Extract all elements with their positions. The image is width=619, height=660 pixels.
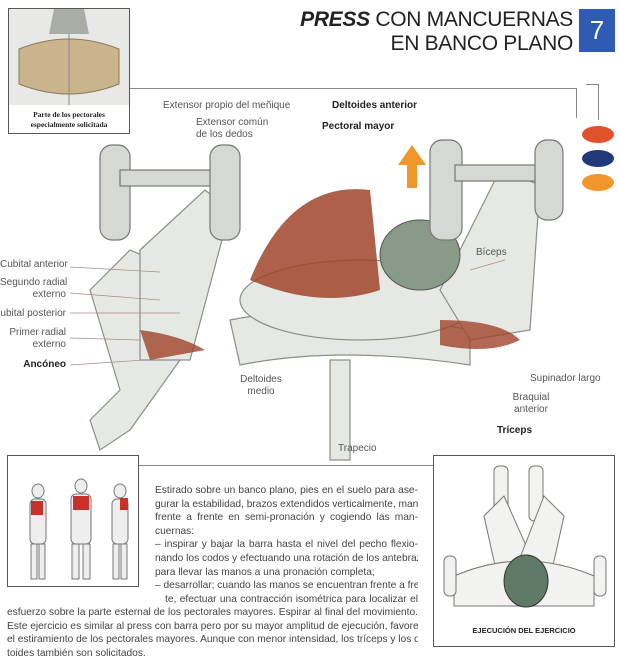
muscle-figures-box: [7, 455, 139, 587]
label-deltoides-medio-2: medio: [247, 386, 275, 397]
bench-leg: [329, 359, 351, 461]
label-anconeo: Ancóneo: [23, 359, 66, 370]
left-arm: [139, 189, 231, 361]
frame-bottom-line: [128, 465, 433, 466]
exercise-notes: esfuerzo sobre la parte esternal de los …: [7, 606, 418, 660]
muscle-figures-image: [29, 478, 129, 580]
label-biceps: Bíceps: [476, 247, 507, 258]
description-line: te, efectuar una contracción isométrica …: [165, 593, 418, 605]
notes-line: toides también son solicitados.: [7, 647, 146, 659]
inset-caption-2: especialmente solicitada: [30, 120, 108, 129]
description-line: – inspirar y bajar la barra hasta el niv…: [155, 539, 418, 551]
description-line: para llevar las manos a una pronación co…: [155, 566, 375, 578]
legend-dot-orange: [582, 174, 614, 191]
inset-caption-1: Parte de los pectorales: [33, 110, 105, 119]
label-primer-radial-2: externo: [32, 339, 66, 350]
label-triceps: Tríceps: [497, 425, 533, 436]
label-cubital-posterior: ubital posterior: [0, 308, 66, 319]
dumbbell-left-icon: [99, 144, 241, 241]
notes-line: esfuerzo sobre la parte esternal de los …: [7, 607, 418, 618]
pectoral-inset: Parte de los pectorales especialmente so…: [8, 8, 130, 134]
execution-caption: EJECUCIÓN DEL EJERCICIO: [472, 626, 576, 635]
description-line: Estirado sobre un banco plano, pies en e…: [155, 485, 418, 496]
bracket-side: [598, 84, 599, 120]
title-italic: PRESS: [300, 8, 370, 31]
bracket-top: [586, 84, 598, 85]
description-line: frente a frente en semi-pronación y cogi…: [155, 512, 418, 524]
exercise-description: Estirado sobre un banco plano, pies en e…: [155, 484, 418, 606]
triceps-muscle: [440, 320, 520, 349]
chest-anatomy-image: [9, 9, 129, 105]
label-supinador-largo: Supinador largo: [530, 373, 601, 384]
legend-dot-navy: [582, 150, 614, 167]
label-deltoides-medio: Deltoides: [240, 374, 282, 385]
description-line: gurar la estabilidad, brazos extendidos …: [155, 498, 418, 510]
execution-image: [443, 465, 607, 608]
description-line: nando los codos y efectuando una rotació…: [155, 552, 418, 564]
label-braquial-anterior-2: anterior: [514, 404, 548, 415]
notes-line: Este ejercicio es similar al press con b…: [7, 620, 418, 632]
anconeo-muscle: [140, 330, 205, 360]
label-segundo-radial-2: externo: [32, 289, 66, 300]
title-line2: EN BANCO PLANO: [390, 32, 573, 55]
head-icon: [503, 554, 549, 608]
up-arrow-icon: [398, 145, 426, 188]
description-line: – desarrollar; cuando las manos se encue…: [155, 580, 418, 592]
description-line: cuernas:: [155, 525, 195, 537]
execution-box: EJECUCIÓN DEL EJERCICIO: [433, 455, 615, 647]
label-segundo-radial: Segundo radial: [0, 277, 68, 288]
label-cubital-anterior: Cubital anterior: [0, 259, 68, 270]
legend-dot-red: [582, 126, 614, 143]
dumbbell-right-icon: [429, 139, 564, 241]
frame-top-line: [128, 88, 576, 89]
label-extensor-comun: Extensor común: [196, 117, 269, 128]
label-trapecio: Trapecio: [338, 443, 377, 454]
main-illustration: [69, 139, 564, 461]
label-pectoral-mayor: Pectoral mayor: [322, 121, 395, 132]
pectoral-muscle: [250, 189, 380, 298]
label-extensor-comun-2: de los dedos: [196, 129, 253, 140]
frame-right-line: [576, 88, 577, 118]
page-title: PRESS CON MANCUERNAS EN BANCO PLANO: [300, 8, 573, 56]
label-extensor-menique: Extensor propio del meñique: [163, 100, 291, 111]
exercise-number-badge: 7: [579, 9, 615, 52]
label-primer-radial: Primer radial: [9, 327, 66, 338]
label-deltoides-anterior: Deltoides anterior: [332, 100, 418, 111]
title-rest: CON MANCUERNAS: [369, 8, 573, 31]
notes-line: el estiramiento de los pectorales mayore…: [7, 634, 418, 646]
label-braquial-anterior: Braquial: [512, 392, 550, 403]
